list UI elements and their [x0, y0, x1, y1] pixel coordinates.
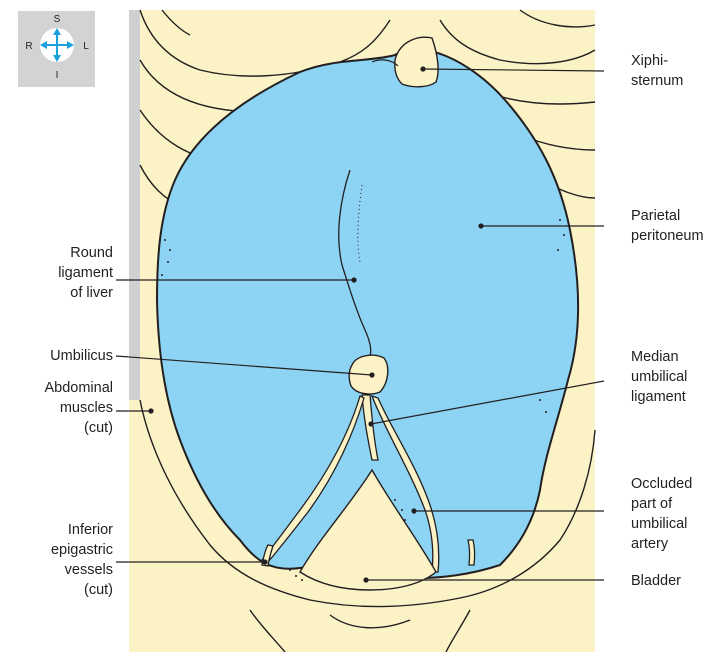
label-umbilicus: Umbilicus — [20, 346, 113, 366]
label-inferior-epigastric-vessels: Inferior epigastric vessels (cut) — [4, 520, 113, 600]
label-median-umbilical-ligament: Median umbilical ligament — [631, 347, 687, 407]
label-bladder: Bladder — [631, 571, 681, 591]
label-xiphisternum: Xiphi- sternum — [631, 51, 683, 91]
label-abdominal-muscles: Abdominal muscles (cut) — [4, 378, 113, 438]
label-round-ligament: Round ligament of liver — [20, 243, 113, 303]
label-occluded-umbilical-artery: Occluded part of umbilical artery — [631, 474, 692, 554]
label-parietal-peritoneum: Parietal peritoneum — [631, 206, 704, 246]
